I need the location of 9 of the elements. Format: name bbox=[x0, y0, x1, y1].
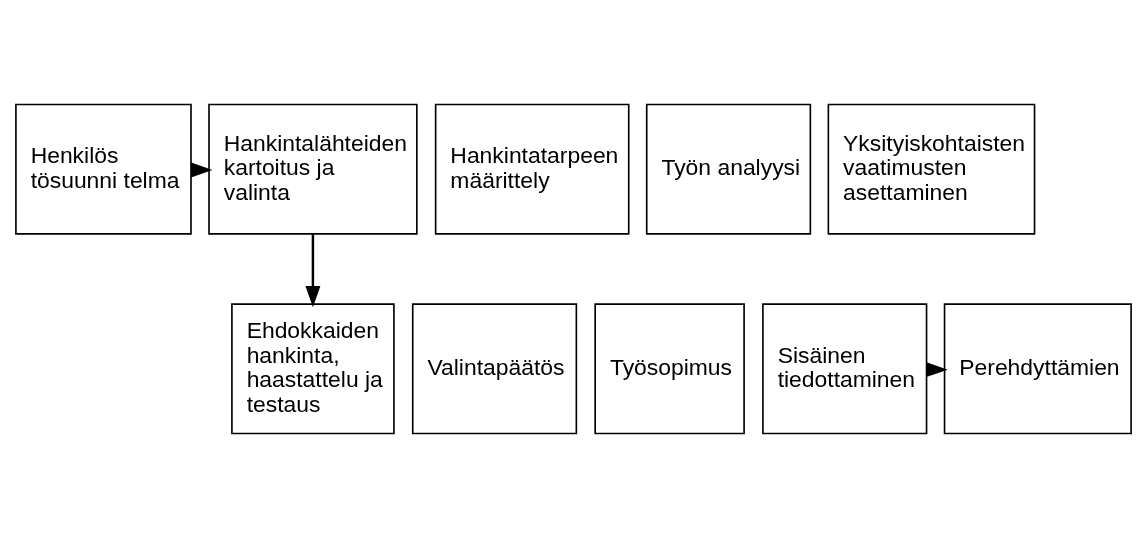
node-box: Hankintalähteiden kartoitus ja valinta bbox=[208, 103, 418, 235]
node-box: Yksityiskohtaisten vaatimusten asettaminen bbox=[827, 103, 1036, 235]
node-box: Hankintatarpeen määrittely bbox=[434, 103, 630, 235]
node-box: Työsopimus bbox=[594, 302, 745, 434]
node-box: Työn analyysi bbox=[645, 103, 812, 235]
node-box: Valintapäätös bbox=[411, 302, 578, 434]
arrow bbox=[305, 233, 321, 307]
node-box: Ehdokkaiden hankinta, haastattelu ja testaus bbox=[231, 302, 395, 434]
node-box: Perehdyttämien bbox=[943, 302, 1132, 434]
